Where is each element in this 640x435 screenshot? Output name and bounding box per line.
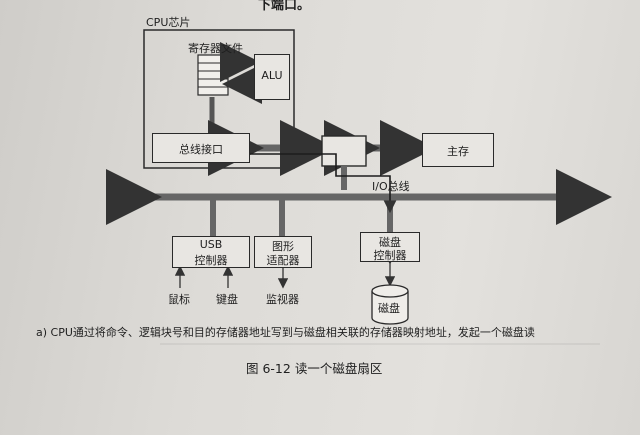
register-file-label: 寄存器文件 [188, 42, 243, 55]
top-fragment-text: 下端口。 [258, 0, 311, 13]
register-file-stack [197, 54, 229, 96]
main-memory-box: 主存 [422, 133, 494, 167]
usb-controller-box: USB 控制器 [172, 236, 250, 268]
graphics-adapter-line1: 图形 [272, 240, 294, 253]
usb-controller-line2: 控制器 [194, 254, 228, 267]
disk-cylinder [371, 284, 409, 325]
disk-read-command-path [250, 153, 397, 214]
disk-controller-box: 磁盘 控制器 [360, 232, 420, 262]
io-bus-label: I/O总线 [372, 180, 410, 193]
io-bridge [321, 135, 367, 167]
usb-controller-line1: USB [199, 238, 223, 251]
keyboard-label: 键盘 [216, 293, 238, 306]
figure-subcaption: a) CPU通过将命令、逻辑块号和目的存储器地址写到与磁盘相关联的存储器映射地址… [36, 326, 535, 339]
monitor-label: 监视器 [266, 293, 299, 306]
alu-box: ALU [254, 54, 290, 100]
disk-controller-line1: 磁盘 [379, 236, 401, 249]
bus-interface-box: 总线接口 [152, 133, 250, 163]
mouse-label: 鼠标 [168, 293, 190, 306]
alu-label: ALU [261, 69, 283, 82]
graphics-adapter-box: 图形 适配器 [254, 236, 312, 268]
figure-caption: 图 6-12 读一个磁盘扇区 [246, 361, 383, 376]
main-memory-label: 主存 [447, 145, 469, 158]
disk-label: 磁盘 [378, 302, 400, 315]
cpu-chip-label: CPU芯片 [146, 16, 191, 29]
bus-interface-label: 总线接口 [179, 143, 223, 156]
graphics-adapter-line2: 适配器 [266, 254, 300, 267]
disk-controller-line2: 控制器 [373, 249, 407, 262]
